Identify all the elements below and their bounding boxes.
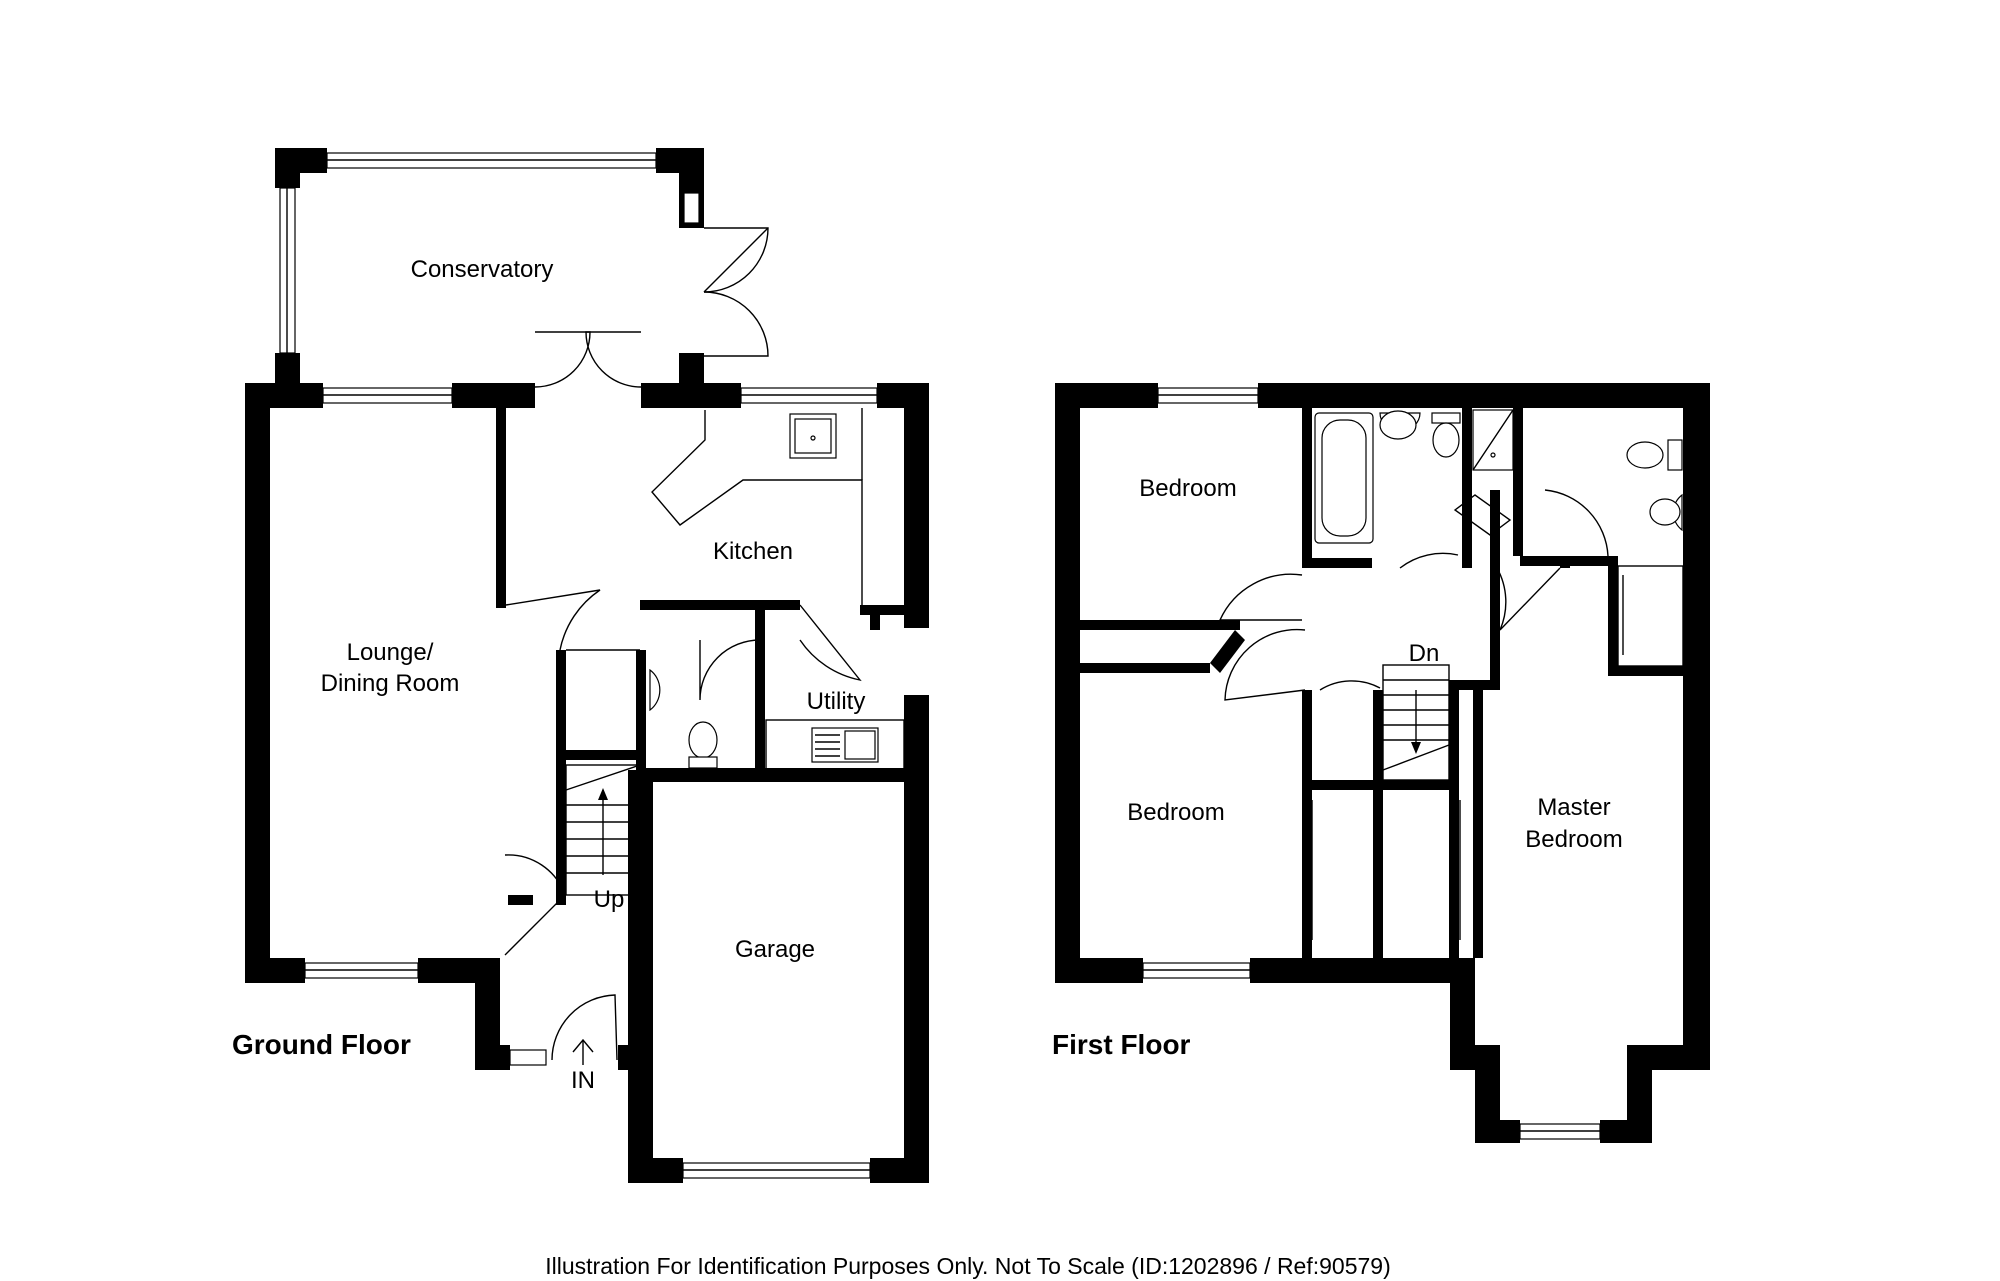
master-bedroom-label-line2: Bedroom [1525,826,1622,853]
lounge-label-line2: Dining Room [321,670,460,697]
disclaimer-footer: Illustration For Identification Purposes… [545,1253,1391,1279]
kitchen-worktop [651,408,863,605]
stairs-down-label: Dn [1409,640,1440,667]
first-floor-plan: Bedroom Bedroom Master Bedroom Dn First … [1052,383,1710,1143]
first-floor-windows [1142,387,1601,1140]
first-floor-doors [1218,489,1609,701]
garage-label: Garage [735,936,815,963]
ground-floor-doors [504,331,862,1061]
ground-floor-title: Ground Floor [232,1029,411,1060]
lounge-label-line1: Lounge/ [347,639,434,666]
conservatory-label: Conservatory [411,256,554,283]
stairs-up-label: Up [594,886,625,913]
cloakroom-fixtures [649,668,718,769]
kitchen-label: Kitchen [713,538,793,565]
conservatory-walls [275,148,704,383]
master-bedroom-label-line1: Master [1537,794,1610,821]
ground-floor-windows [304,387,878,1179]
kitchen-sink [789,413,837,459]
entrance-arrow-icon [572,1038,594,1065]
first-floor-internal-walls [1080,408,1683,960]
conservatory-side-doors [703,227,769,357]
ensuite-fixtures [1626,439,1683,532]
first-floor-walls [1055,383,1710,1143]
bathroom-fixtures [1314,409,1514,544]
utility-label: Utility [807,688,866,715]
first-floor-stairs [1382,664,1450,781]
conservatory-windows [279,152,700,354]
ground-floor-plan: Conservatory Kitchen Lounge/ Dining Room… [232,148,929,1183]
entrance-label: IN [571,1067,595,1094]
ground-floor-internal-walls [496,408,928,905]
wardrobes [1080,565,1684,940]
bedroom-bottom-label: Bedroom [1127,799,1224,826]
ground-stairs [565,764,641,896]
utility-sink [765,719,905,771]
bedroom-top-label: Bedroom [1139,475,1236,502]
first-floor-title: First Floor [1052,1029,1191,1060]
